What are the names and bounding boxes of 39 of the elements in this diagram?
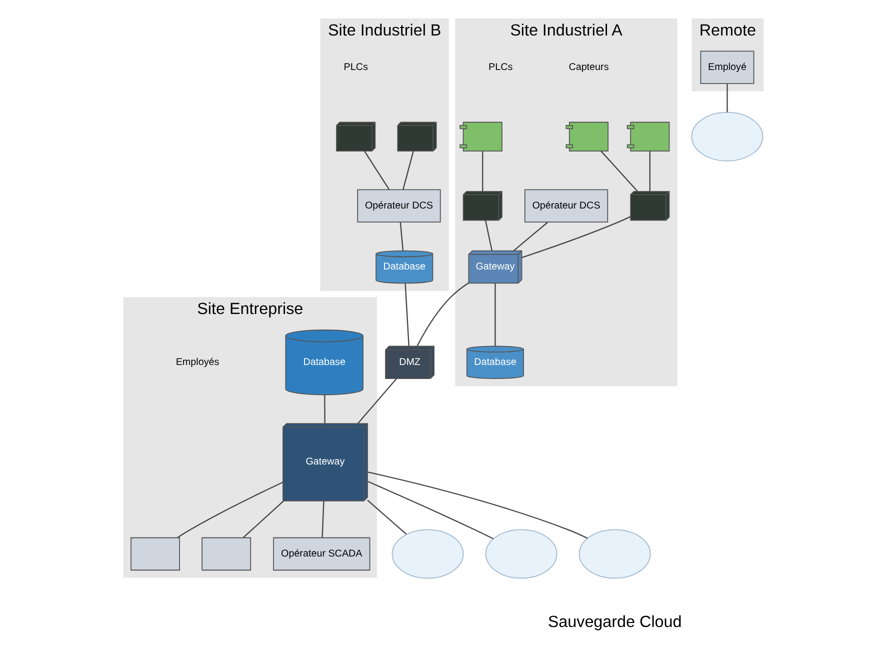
node-box xyxy=(202,537,252,571)
connector xyxy=(726,84,728,112)
node-box: Opérateur DCS xyxy=(357,189,441,223)
connector xyxy=(368,472,588,539)
connector xyxy=(484,220,493,251)
node-cloud xyxy=(485,529,558,579)
node-picture xyxy=(626,122,670,152)
node-cloud xyxy=(691,112,764,162)
label: Employés xyxy=(176,356,220,368)
label: PLCs xyxy=(344,62,368,73)
connector xyxy=(416,282,469,346)
label: Capteurs xyxy=(568,62,609,73)
node-picture xyxy=(460,122,502,152)
connector xyxy=(404,283,410,346)
connector xyxy=(324,394,326,424)
node-box: Opérateur DCS xyxy=(524,189,608,223)
label: Sauvegarde Cloud xyxy=(548,613,682,632)
node-cloud xyxy=(392,529,464,579)
node-box: Opérateur SCADA xyxy=(273,537,370,571)
connector xyxy=(367,500,407,535)
connector xyxy=(322,500,324,538)
connector xyxy=(177,482,284,538)
connector xyxy=(358,378,397,424)
label: PLCs xyxy=(488,62,513,73)
connector xyxy=(494,283,496,346)
node-box: Employé xyxy=(700,50,754,84)
node-cloud xyxy=(578,529,651,579)
connector xyxy=(242,500,284,538)
connector xyxy=(400,222,404,250)
connector xyxy=(649,151,650,192)
node-picture xyxy=(566,122,609,152)
connector xyxy=(522,216,631,258)
connector xyxy=(364,150,390,190)
connector xyxy=(600,150,638,192)
connector xyxy=(367,480,494,540)
connector xyxy=(482,151,484,192)
connector xyxy=(513,222,548,252)
connector xyxy=(402,151,414,190)
node-box xyxy=(130,537,180,571)
